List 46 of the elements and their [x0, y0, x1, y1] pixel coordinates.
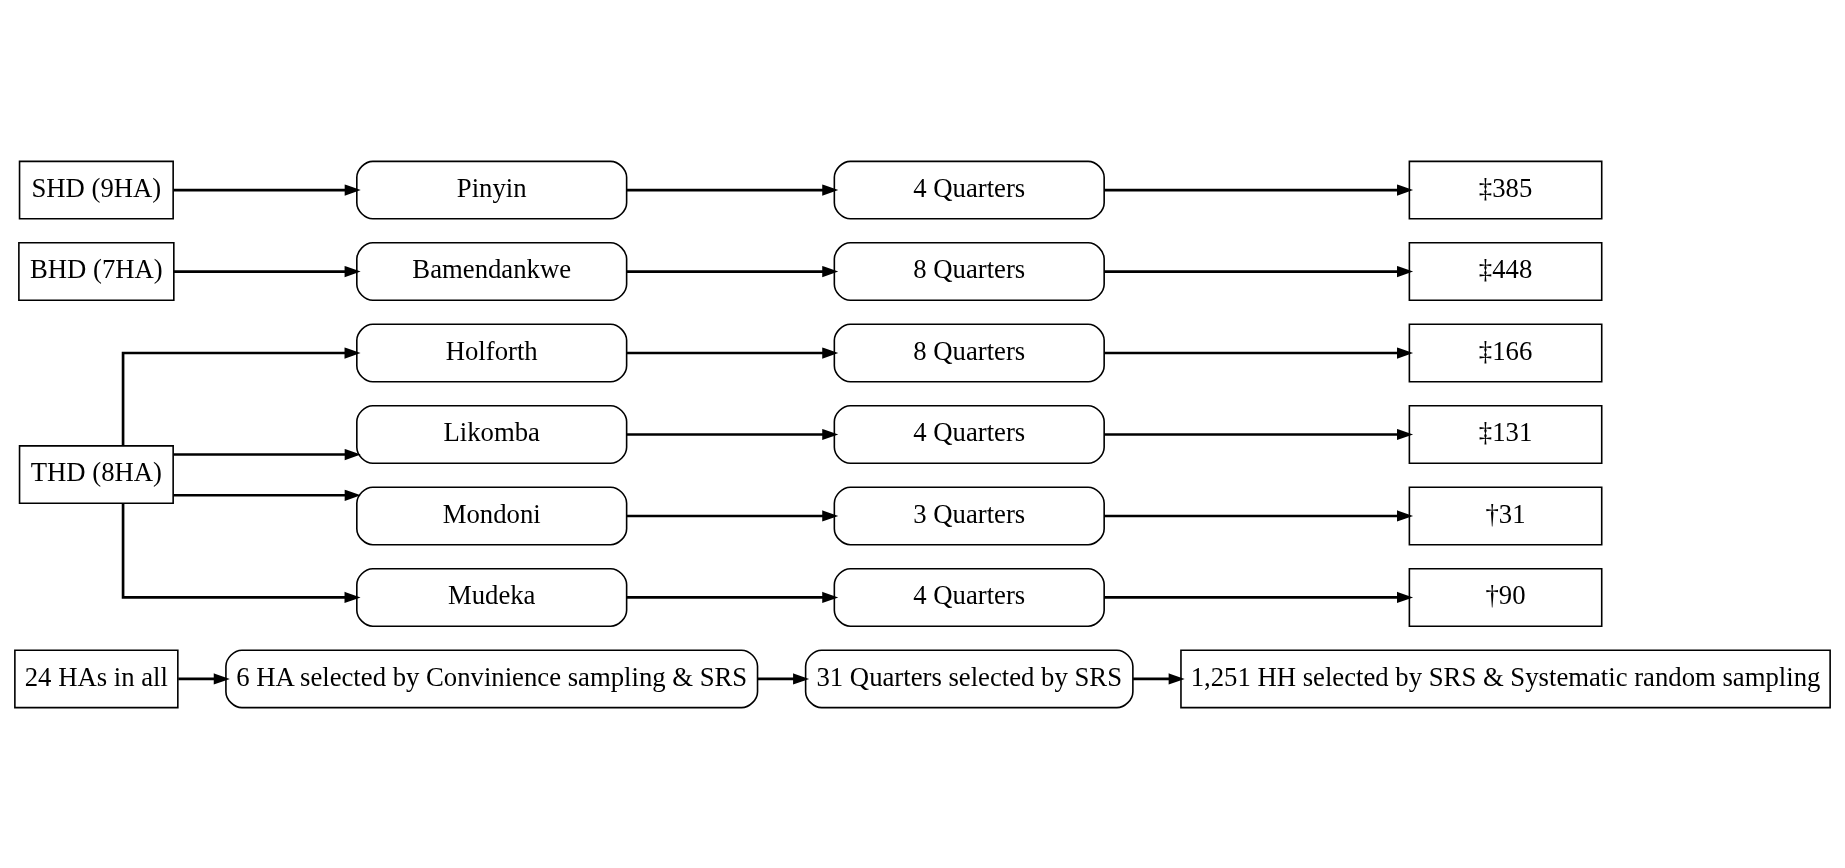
node-box: 24 HAs in all [14, 648, 179, 708]
arrow [121, 503, 361, 603]
arrow [1104, 346, 1414, 359]
arrow [178, 672, 230, 685]
node-box: 1,251 HH selected by SRS & Systematic random sampling [1180, 648, 1831, 708]
node-box: Bamendankwe [356, 241, 628, 301]
arrow [757, 672, 810, 685]
node-box: †31 [1408, 485, 1603, 545]
node-box: 31 Quarters selected by SRS [804, 648, 1134, 708]
arrow [626, 509, 839, 522]
node-box: Likomba [356, 404, 628, 464]
node-box: SHD (9HA) [18, 160, 174, 220]
arrow [626, 591, 839, 603]
node-box: †90 [1408, 567, 1603, 627]
node-box: Mudeka [356, 567, 628, 627]
arrow [174, 265, 361, 277]
node-box: Holforth [356, 323, 628, 383]
node-box: 8 Quarters [833, 323, 1105, 383]
arrow [626, 265, 839, 277]
arrow [626, 428, 839, 440]
arrow [173, 489, 361, 501]
node-box: THD (8HA) [18, 444, 174, 504]
node-box: 6 HA selected by Convinience sampling & SRS [225, 648, 759, 708]
node-box: Mondoni [356, 485, 628, 545]
arrow [1133, 672, 1185, 685]
node-box: 4 Quarters [833, 404, 1105, 464]
node-box: 8 Quarters [833, 241, 1105, 301]
node-box: Pinyin [356, 160, 628, 220]
node-box: ‡385 [1408, 160, 1603, 220]
arrow [1104, 428, 1414, 440]
node-box: 3 Quarters [833, 485, 1105, 545]
node-box: ‡166 [1408, 323, 1603, 383]
node-box: ‡448 [1408, 241, 1603, 301]
node-box: 4 Quarters [833, 567, 1105, 627]
node-box: 4 Quarters [833, 160, 1105, 220]
node-box: ‡131 [1408, 404, 1603, 464]
arrow [1104, 591, 1414, 603]
arrow [173, 448, 361, 460]
arrow [626, 346, 839, 359]
arrow [1104, 183, 1414, 196]
arrow [1104, 509, 1414, 522]
node-box: BHD (7HA) [18, 241, 175, 301]
arrow [173, 183, 361, 196]
arrow [1104, 265, 1414, 277]
arrow [121, 346, 361, 446]
arrow [626, 183, 839, 196]
